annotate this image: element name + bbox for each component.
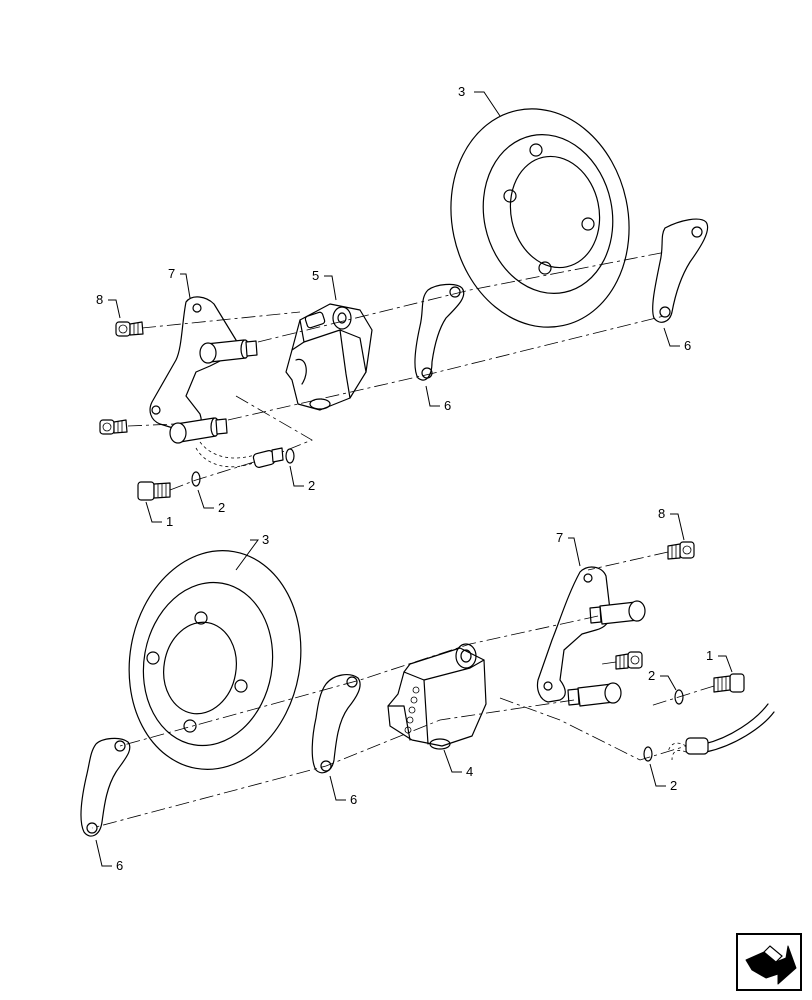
- upper-bolt-bottom: [99, 419, 128, 435]
- callout-6-upper-right: 6: [663, 327, 691, 353]
- svg-text:1: 1: [166, 514, 173, 529]
- upper-caliper: [285, 303, 373, 411]
- callout-6-upper-mid: 6: [425, 385, 451, 413]
- svg-text:7: 7: [168, 266, 175, 281]
- lower-left-shim: [80, 737, 131, 837]
- turn-arrow-icon[interactable]: [736, 933, 802, 991]
- callout-5: 5: [312, 268, 337, 301]
- upper-axis-line-hose: [235, 395, 313, 453]
- upper-middle-shim: [414, 283, 465, 381]
- lower-caliper-pistons: [404, 686, 420, 734]
- lower-caliper: [387, 643, 487, 750]
- svg-text:6: 6: [116, 858, 123, 873]
- svg-text:7: 7: [556, 530, 563, 545]
- lower-axis-line-bolt: [601, 661, 617, 665]
- lower-brake-hose: [667, 703, 775, 761]
- lower-bracket: [536, 566, 646, 707]
- callout-4: 4: [443, 749, 473, 779]
- svg-text:3: 3: [262, 532, 269, 547]
- svg-text:5: 5: [312, 268, 319, 283]
- lower-axis-line-mid: [119, 615, 599, 747]
- callout-1-upper: 1: [145, 501, 173, 529]
- lower-bolt-top: [667, 541, 695, 560]
- lower-axis-line-top: [587, 551, 669, 571]
- upper-bolt-top: [115, 321, 144, 337]
- callout-1-lower: 1: [706, 648, 733, 673]
- lower-axis-line-fitting: [649, 685, 715, 707]
- upper-bleeder-fitting: [137, 481, 171, 501]
- svg-text:8: 8: [96, 292, 103, 307]
- svg-text:2: 2: [308, 478, 315, 493]
- upper-bracket: [149, 296, 258, 444]
- svg-text:3: 3: [458, 84, 465, 99]
- lower-bleeder-fitting: [713, 673, 745, 693]
- upper-brake-hose: [195, 441, 284, 468]
- lower-bolt-mid: [615, 651, 643, 670]
- upper-axis-line-fitting: [169, 461, 255, 491]
- lower-washer-bottom: [643, 746, 653, 762]
- svg-text:2: 2: [670, 778, 677, 793]
- callout-7-upper: 7: [168, 266, 191, 299]
- callout-2-lower-bottom: 2: [649, 763, 677, 793]
- callout-8-upper: 8: [96, 292, 121, 319]
- callout-7-lower: 7: [556, 530, 581, 567]
- lower-brake-disc: [128, 550, 302, 770]
- upper-bracket-pin-bottom: [169, 417, 228, 444]
- callout-3-upper: 3: [458, 84, 501, 117]
- lower-washer-top: [674, 689, 684, 705]
- upper-axis-line-mid: [257, 251, 667, 343]
- upper-axis-line-top: [141, 311, 301, 329]
- upper-brake-disc: [450, 108, 630, 328]
- upper-axis-line-low: [227, 315, 665, 421]
- svg-text:4: 4: [466, 764, 473, 779]
- lower-bracket-pin-top: [589, 600, 646, 625]
- lower-axis-line-low: [91, 699, 575, 829]
- upper-axis-line-bolt: [127, 423, 177, 427]
- upper-washer-right: [285, 448, 295, 464]
- callout-6-lower-mid: 6: [329, 775, 357, 807]
- lower-bracket-pin-bottom: [567, 682, 622, 707]
- upper-right-shim: [652, 218, 709, 323]
- lower-axis-line-hose: [499, 697, 687, 761]
- svg-text:8: 8: [658, 506, 665, 521]
- svg-text:2: 2: [648, 668, 655, 683]
- svg-text:6: 6: [350, 792, 357, 807]
- callout-2-upper-right: 2: [289, 465, 315, 493]
- svg-text:6: 6: [444, 398, 451, 413]
- callout-2-lower-top: 2: [648, 668, 677, 691]
- callout-6-lower-left: 6: [95, 839, 123, 873]
- svg-text:2: 2: [218, 500, 225, 515]
- callout-3-lower: 3: [235, 532, 269, 571]
- svg-text:6: 6: [684, 338, 691, 353]
- callout-8-lower: 8: [658, 506, 685, 541]
- callout-2-upper-left: 2: [197, 489, 225, 515]
- svg-text:1: 1: [706, 648, 713, 663]
- lower-middle-shim: [311, 674, 361, 774]
- upper-bracket-pin-top: [199, 339, 258, 364]
